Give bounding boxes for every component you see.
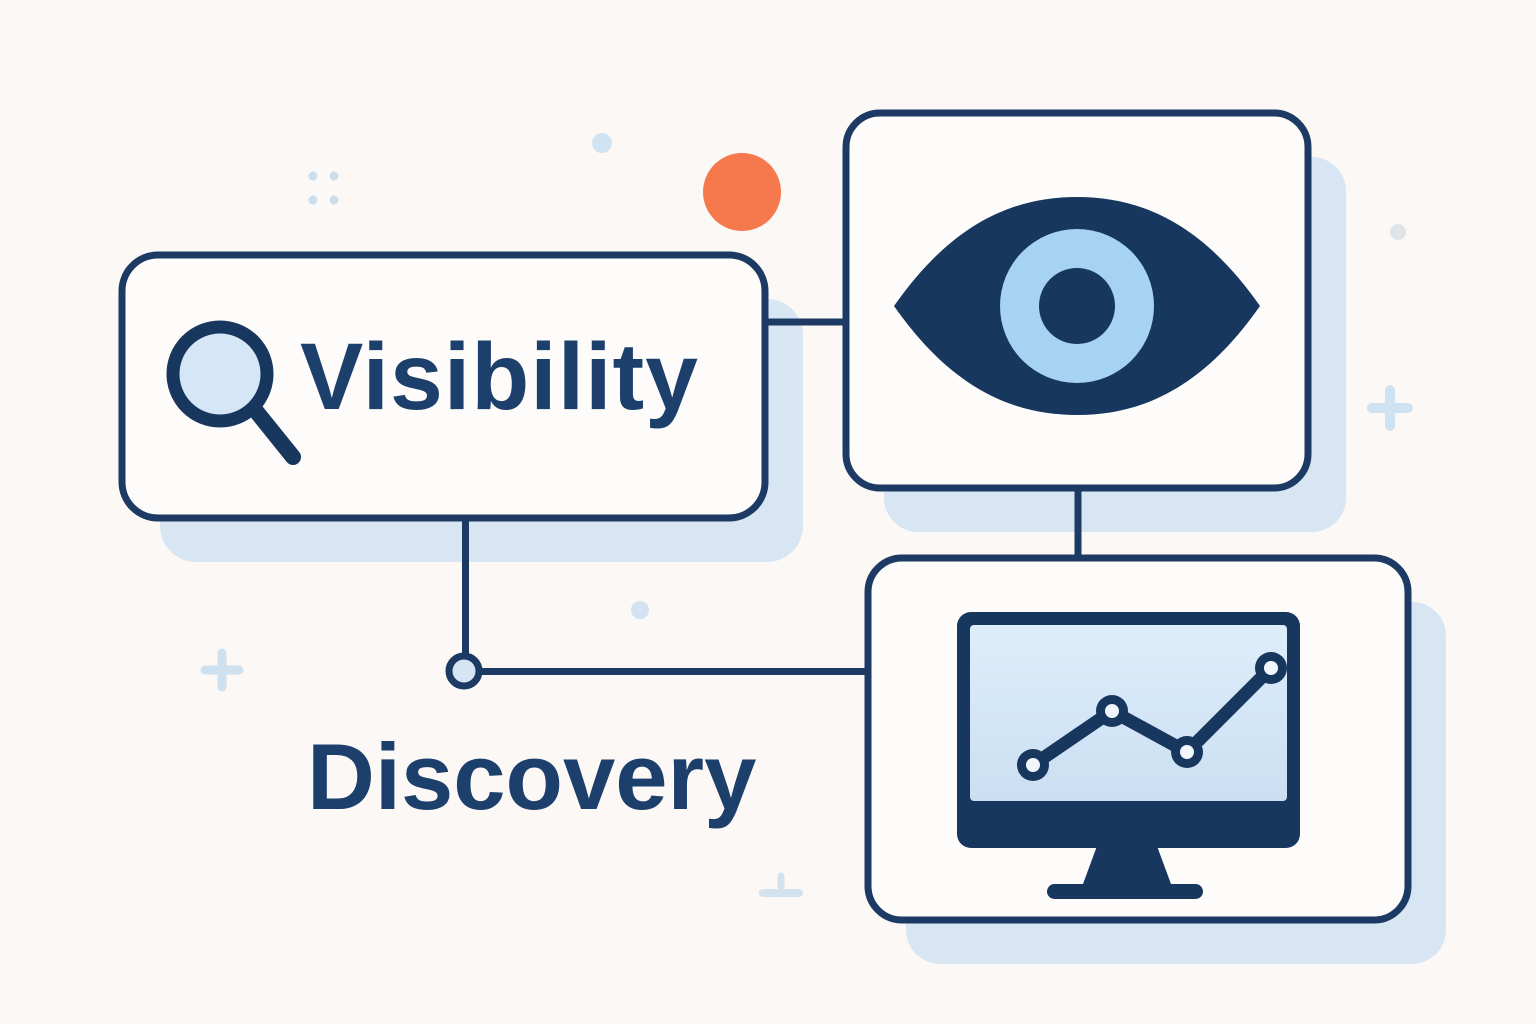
eye-pupil xyxy=(1039,268,1115,344)
plus-mark-left xyxy=(200,648,244,692)
chart-line xyxy=(1026,661,1278,772)
eye-icon xyxy=(894,197,1260,415)
orange-circle xyxy=(703,153,781,231)
small-dot-right xyxy=(1390,224,1406,240)
chart-points xyxy=(1017,652,1287,781)
monitor-chart-icon xyxy=(957,612,1300,899)
ground-mark-bottom xyxy=(759,872,803,897)
monitor-stand xyxy=(1083,846,1171,884)
small-dot-top xyxy=(592,133,612,153)
plus-mark-right xyxy=(1367,385,1413,431)
magnifier-icon xyxy=(166,320,301,465)
discovery-label: Discovery xyxy=(307,724,757,829)
dot-grid-2x2 xyxy=(308,171,339,205)
small-dot-middle xyxy=(631,601,649,619)
monitor-base xyxy=(1047,884,1203,899)
decorations xyxy=(200,133,1413,897)
connector-node xyxy=(445,652,483,690)
visibility-label: Visibility xyxy=(300,324,699,430)
connectors xyxy=(462,318,1082,675)
